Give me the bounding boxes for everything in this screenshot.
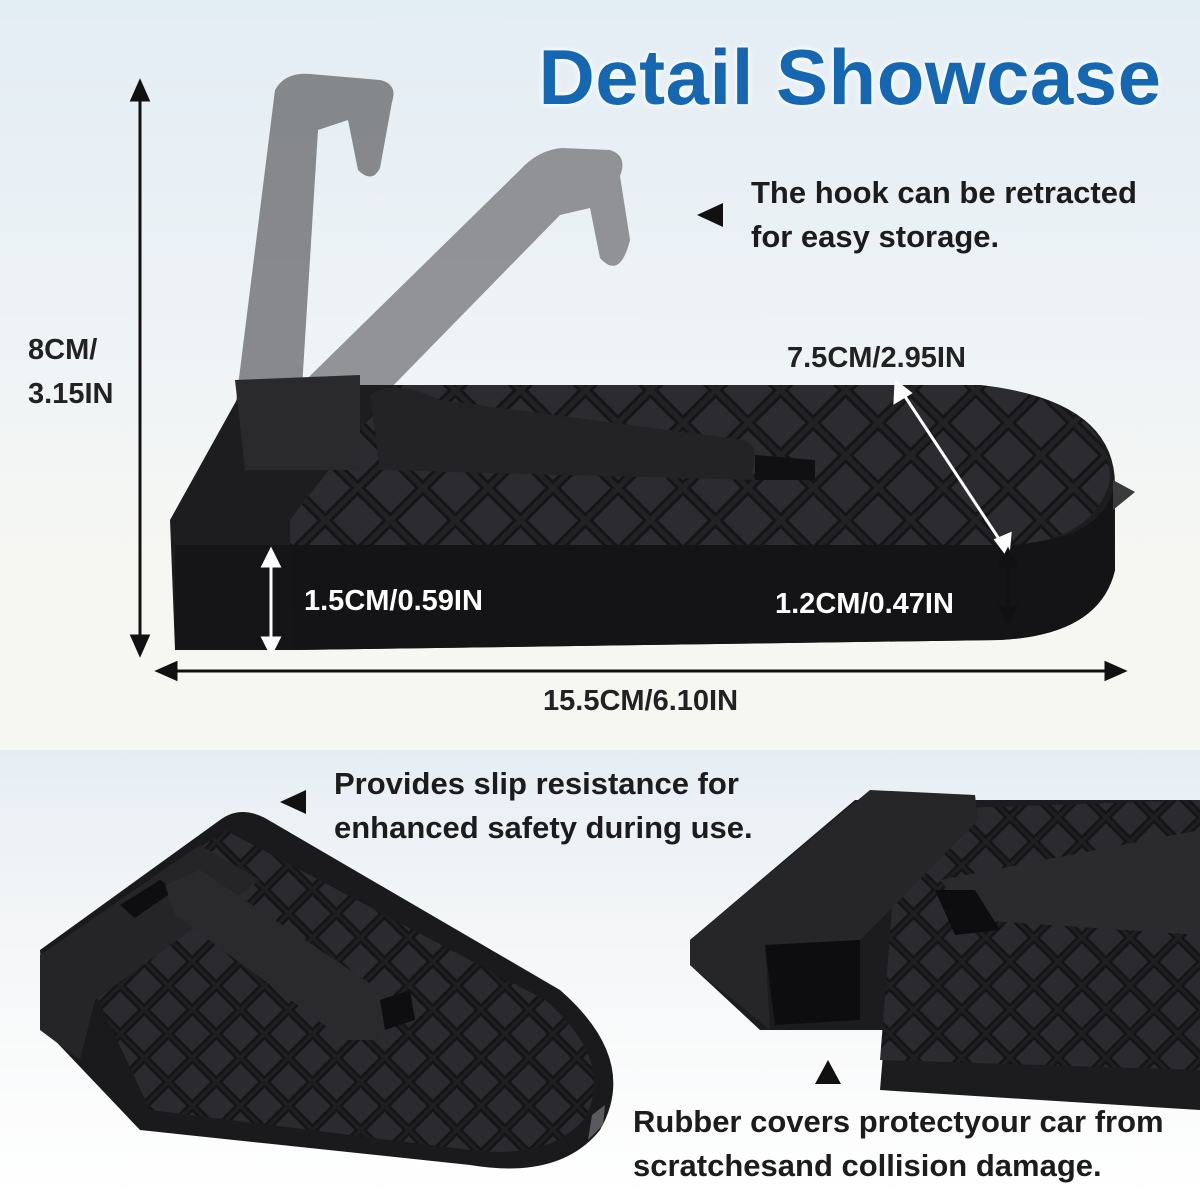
end-thickness-label: 1.2CM/0.47IN [775, 588, 954, 620]
page-title: Detail Showcase [538, 33, 1162, 121]
height-label-line-1: 8CM/ [28, 334, 98, 366]
length-label: 15.5CM/6.10IN [543, 685, 739, 717]
callout-arrow-hook [697, 203, 723, 227]
hook-note: The hook can be retracted for easy stora… [751, 171, 1137, 259]
height-label-line-2: 3.15IN [28, 378, 114, 410]
front-thickness-arrow [260, 546, 282, 658]
rubber-note: Rubber covers protectyour car from scrat… [633, 1100, 1164, 1188]
callout-arrow-rubber [815, 1060, 841, 1084]
hook-note-line-2: for easy storage. [751, 219, 1000, 254]
hook-note-line-1: The hook can be retracted [751, 175, 1137, 210]
length-arrow [154, 660, 1128, 682]
height-arrow [129, 78, 151, 658]
rubber-note-line-1: Rubber covers protectyour car from [633, 1104, 1164, 1139]
front-thickness-label: 1.5CM/0.59IN [304, 585, 483, 617]
step-side-view [170, 375, 1135, 650]
slip-note: Provides slip resistance for enhanced sa… [334, 762, 753, 850]
slip-note-line-1: Provides slip resistance for [334, 766, 739, 801]
end-thickness-arrow [997, 546, 1019, 627]
step-closeup-view [690, 790, 1200, 1110]
rubber-note-line-2: scratchesand collision damage. [633, 1148, 1102, 1183]
height-label: 8CM/ 3.15IN [28, 328, 113, 416]
hook-upright-ghost [230, 73, 394, 461]
width-label: 7.5CM/2.95IN [787, 342, 966, 374]
hook-tilted-ghost [265, 148, 630, 450]
slip-note-line-2: enhanced safety during use. [334, 810, 753, 845]
step-top-view [40, 811, 614, 1169]
callout-arrow-slip [280, 790, 306, 814]
